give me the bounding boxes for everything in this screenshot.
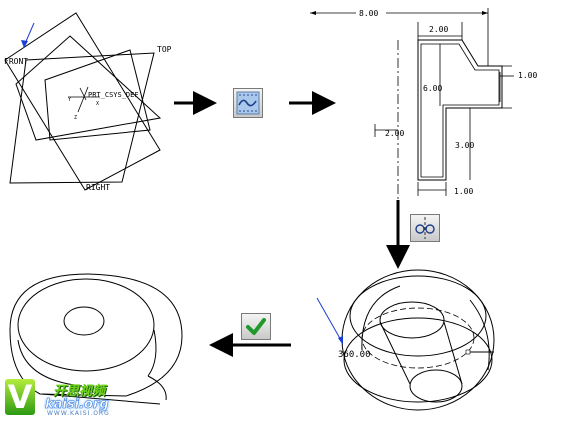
- front-pointer-head: [21, 40, 28, 48]
- section-sketch: 8.00 2.00 6.00 1.00 2.00 3.00 1.00: [310, 6, 537, 200]
- logo-name: 开思视频: [53, 384, 106, 399]
- dim-bottom-width: 1.00: [454, 187, 473, 196]
- logo-sub: WWW.KAISI.ORG: [47, 410, 110, 417]
- front-label: FRONT: [4, 57, 28, 66]
- logo-url: kaisi.org: [45, 397, 109, 413]
- csys-z-axis: [77, 86, 89, 113]
- dim-step: 1.00: [518, 71, 537, 80]
- csys-label: PRT_CSYS_DEF: [88, 91, 139, 99]
- angle-pointer-arrow: [316, 297, 343, 343]
- logo-v-badge: V: [5, 379, 35, 415]
- right-plane: [4, 12, 161, 191]
- preview-top-hole: [379, 301, 445, 339]
- section-profile: [417, 39, 503, 181]
- top-plane-inner: [44, 49, 151, 141]
- top-label: TOP: [157, 45, 172, 54]
- sketch-tool-button[interactable]: [233, 88, 263, 118]
- part-center-hole: [63, 306, 105, 336]
- section-profile-inner: [420, 43, 500, 178]
- revolve-preview: 360.00: [316, 269, 495, 411]
- revolve-tool-icon: [415, 217, 435, 239]
- front-plane: [9, 52, 155, 184]
- dim-height: 6.00: [423, 84, 442, 93]
- top-plane: [15, 35, 162, 141]
- revolve-angle: 360.00: [338, 350, 371, 360]
- dim-top-width: 2.00: [429, 25, 448, 34]
- right-label: RIGHT: [86, 183, 110, 192]
- csys-y-label: Y: [68, 97, 71, 103]
- watermark-logo: V 开思视频 kaisi.org WWW.KAISI.ORG: [3, 377, 133, 419]
- dim-offset: 2.00: [385, 129, 404, 138]
- dim-lower-height: 3.00: [455, 141, 474, 150]
- part-top-face: [17, 278, 155, 372]
- preview-bottom-hole: [409, 369, 463, 403]
- dim-overall-width: 8.00: [359, 9, 378, 18]
- checkmark-icon: [246, 318, 266, 335]
- sketch-tool-icon: [236, 91, 260, 115]
- csys-y-axis: [79, 87, 87, 101]
- revolve-tool-button[interactable]: [410, 214, 440, 242]
- ok-button[interactable]: [241, 313, 271, 340]
- csys-z-label: Z: [74, 115, 77, 121]
- datum-planes-view: FRONT TOP RIGHT PRT_CSYS_DEF Y X Z: [4, 12, 172, 192]
- csys-x-label: X: [96, 101, 99, 107]
